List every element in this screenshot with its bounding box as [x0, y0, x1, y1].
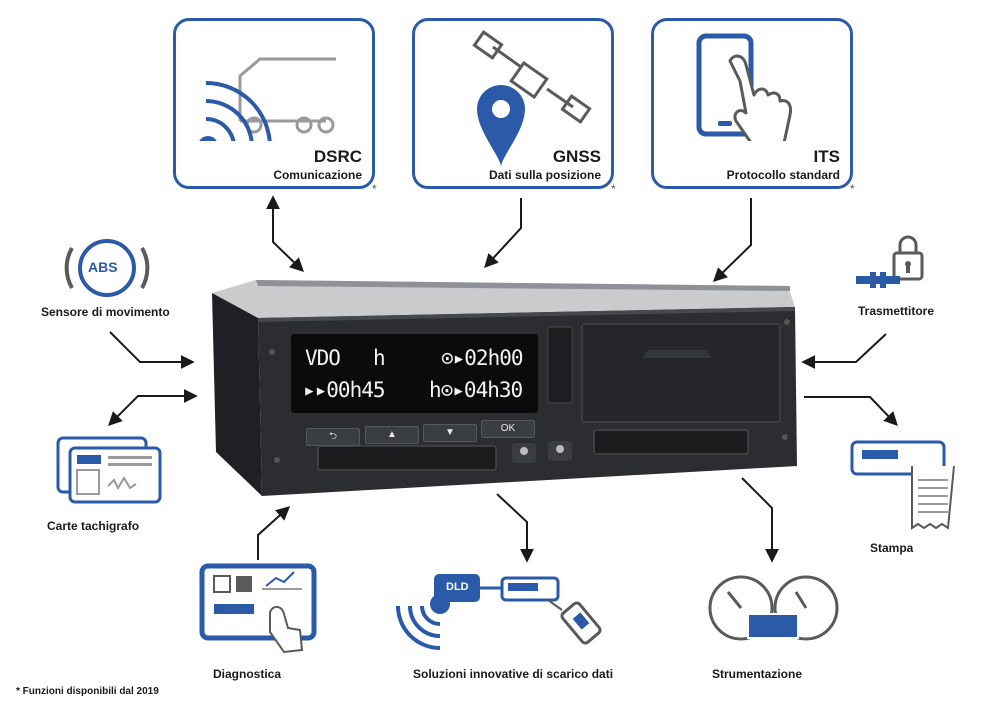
display-line1-mid: h — [373, 346, 386, 370]
dsrc-arrow — [266, 195, 305, 272]
footnote: * Funzioni disponibili dal 2019 — [16, 686, 159, 697]
diagnostics-arrow — [257, 506, 291, 560]
tachograph-display: VDO h ⊙▸02h00 ▸▸00h45 h⊙▸04h30 — [291, 334, 538, 413]
abs-icon-text: ABS — [88, 259, 118, 275]
up-button[interactable]: ▲ — [365, 426, 419, 444]
transmitter-arrow — [801, 333, 887, 369]
dsrc-box: DSRC Comunicazione — [173, 18, 375, 189]
instrumentation-label: Strumentazione — [712, 667, 803, 681]
movement-sensor-label: Sensore di movimento — [41, 305, 170, 319]
transmitter-label: Trasmettitore — [858, 304, 935, 318]
dsrc-title: DSRC — [313, 147, 362, 166]
display-line2-right: h⊙▸04h30 — [429, 378, 523, 402]
ok-button[interactable]: OK — [481, 420, 535, 438]
display-line2-left: ▸▸00h45 — [303, 378, 386, 402]
its-box: ITS Protocollo standard — [651, 18, 853, 189]
dsrc-truck-icon — [199, 57, 336, 141]
its-subtitle: Protocollo standard — [726, 168, 840, 182]
dsrc-asterisk: * — [372, 182, 377, 196]
its-asterisk: * — [850, 182, 855, 196]
dld-badge: DLD — [446, 581, 469, 593]
gnss-subtitle: Dati sulla posizione — [488, 168, 601, 182]
gnss-arrow — [484, 198, 522, 269]
print-arrow — [804, 396, 898, 427]
display-line1-left: VDO — [305, 346, 341, 370]
instrumentation-arrow — [741, 477, 779, 563]
down-button[interactable]: ▼ — [423, 424, 477, 442]
gnss-satellite-icon — [472, 30, 592, 167]
back-button[interactable]: ⮌ — [306, 428, 360, 446]
tachograph-cards-label: Carte tachigrafo — [47, 519, 140, 533]
its-tablet-hand-icon — [696, 33, 792, 141]
movement-sensor-arrow — [109, 331, 195, 369]
gnss-box: GNSS Dati sulla posizione — [412, 18, 614, 189]
dsrc-subtitle: Comunicazione — [273, 168, 362, 182]
gnss-title: GNSS — [552, 147, 601, 166]
display-line1-right: ⊙▸02h00 — [441, 346, 524, 370]
download-label: Soluzioni innovative di scarico dati — [413, 667, 614, 681]
its-arrow — [712, 198, 752, 282]
download-arrow — [496, 493, 534, 563]
cards-arrow — [108, 389, 198, 426]
gnss-asterisk: * — [611, 182, 616, 196]
its-title: ITS — [813, 147, 840, 166]
diagnostics-label: Diagnostica — [213, 667, 282, 681]
print-label: Stampa — [870, 541, 914, 555]
